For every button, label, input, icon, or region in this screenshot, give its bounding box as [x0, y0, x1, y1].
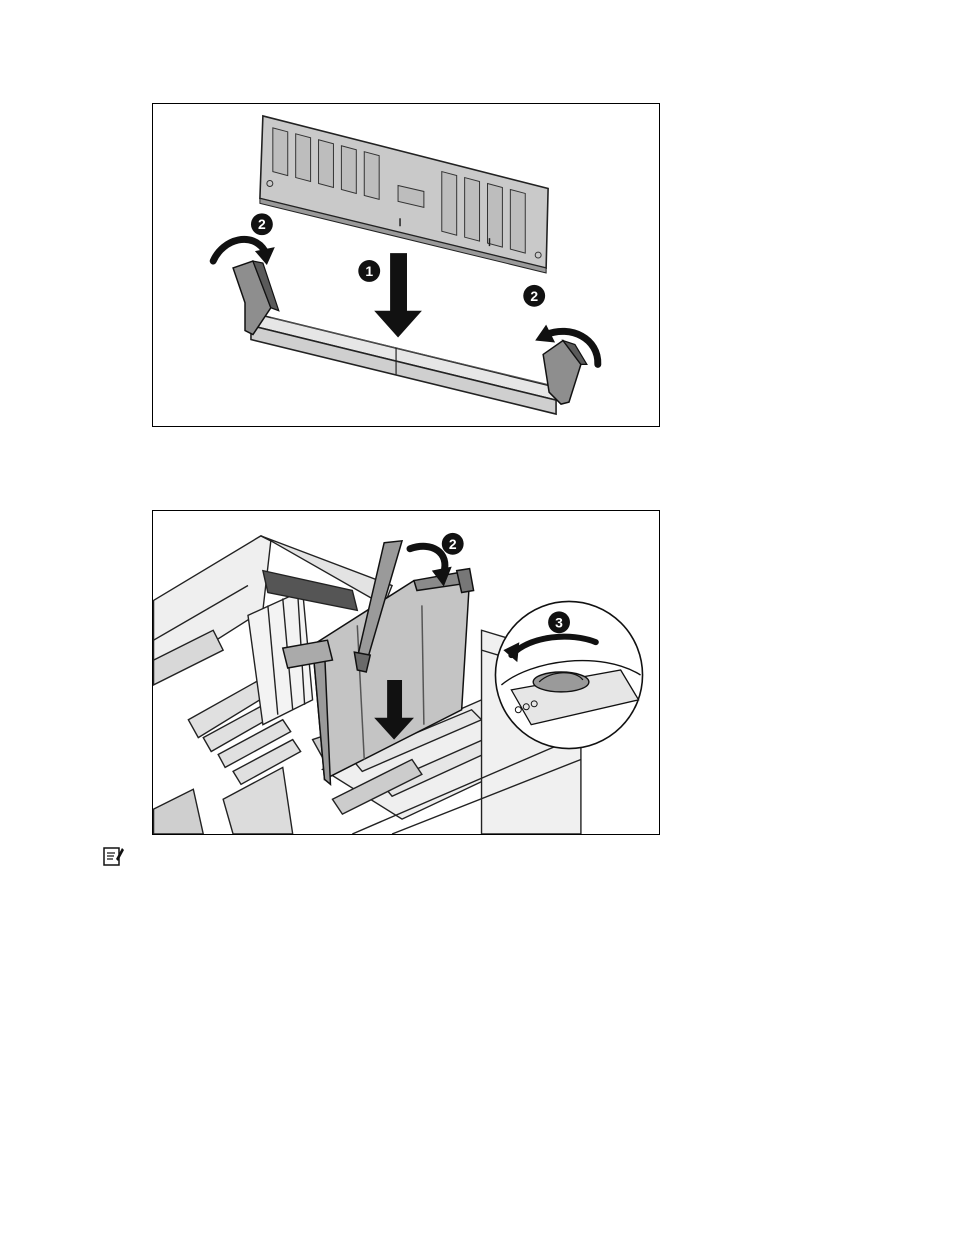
svg-text:2: 2	[258, 216, 266, 232]
svg-text:1: 1	[365, 263, 373, 279]
callout-2-left: 2	[251, 213, 273, 235]
dimm-installation-illustration: 1 2 2	[153, 104, 659, 426]
memory-board-illustration: 2 3	[153, 511, 659, 834]
dimm-module-icon	[260, 116, 548, 273]
svg-text:3: 3	[555, 614, 563, 630]
svg-text:2: 2	[530, 288, 538, 304]
callout-2-right: 2	[523, 285, 545, 307]
dimm-installation-figure: 1 2 2	[152, 103, 660, 427]
callout-2: 2	[442, 533, 464, 555]
callout-1: 1	[358, 260, 380, 282]
rotate-arrow-icon	[410, 546, 445, 572]
note-icon	[102, 845, 124, 867]
memory-board-installation-figure: 2 3	[152, 510, 660, 835]
dimm-slot-icon	[233, 261, 587, 414]
callout-3: 3	[548, 611, 570, 633]
svg-text:2: 2	[449, 536, 457, 552]
down-arrow-icon	[374, 253, 422, 337]
